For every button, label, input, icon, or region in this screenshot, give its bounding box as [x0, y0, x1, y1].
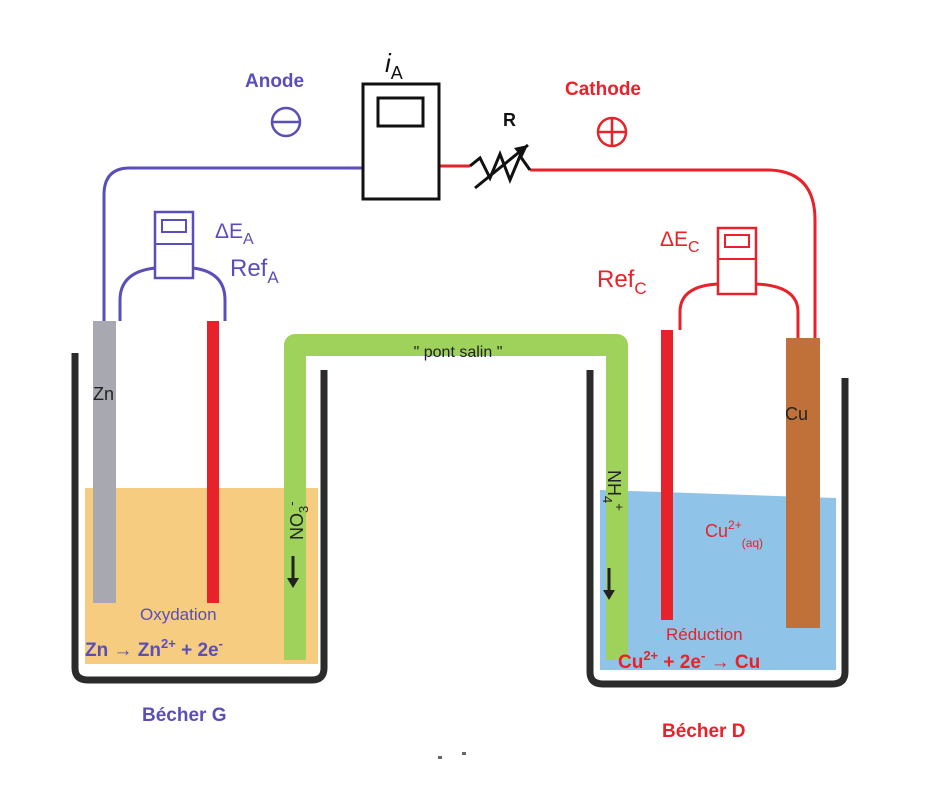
- left-voltmeter-leads: [118, 266, 227, 321]
- left-reference-label: RefA: [230, 255, 279, 287]
- resistor: [469, 149, 532, 185]
- copper-ion-label: Cu2+(aq): [705, 518, 763, 550]
- right-voltmeter-label: ΔEC: [660, 228, 700, 256]
- oxidation-equation: Zn → Zn2+ + 2e-: [85, 636, 223, 661]
- oxidation-label: Oxydation: [140, 605, 217, 624]
- right-ion-arrow: [603, 568, 615, 600]
- resistor-arrow-head: [514, 145, 528, 158]
- right-voltmeter-leads: [678, 282, 800, 338]
- zinc-label: Zn: [93, 384, 114, 404]
- right-voltmeter-screen: [724, 234, 750, 248]
- scan-speck: [462, 752, 466, 755]
- left-beaker: [71, 353, 328, 684]
- zinc-electrode: [93, 321, 116, 603]
- scan-speck: [438, 756, 442, 759]
- left-solution: [85, 488, 318, 664]
- right-voltmeter: [716, 226, 758, 296]
- anode-label: Anode: [245, 71, 304, 92]
- right-beaker: [586, 370, 849, 688]
- left-ion-label: NO3-: [284, 501, 311, 540]
- right-ion-label: NH4+: [600, 470, 627, 511]
- cathode-label: Cathode: [565, 79, 641, 100]
- right-reference-electrode: [661, 330, 673, 620]
- left-ion-arrow: [287, 556, 299, 588]
- copper-label: Cu: [785, 404, 808, 424]
- anode-wire: [102, 166, 372, 321]
- ammeter-label: iA: [385, 48, 403, 83]
- right-solution: [600, 490, 836, 670]
- copper-electrode: [786, 338, 820, 628]
- right-reference-label: RefC: [597, 266, 647, 298]
- left-beaker-label: Bécher G: [142, 705, 226, 726]
- ammeter-screen: [376, 96, 425, 128]
- salt-bridge-label: " pont salin ": [414, 344, 503, 361]
- left-voltmeter-label: ΔEA: [215, 220, 254, 248]
- resistor-label: R: [503, 110, 516, 130]
- salt-bridge: [284, 334, 628, 660]
- left-reference-electrode: [207, 321, 219, 603]
- reduction-equation: Cu2+ + 2e- → Cu: [618, 648, 760, 673]
- left-voltmeter-screen: [161, 219, 187, 233]
- right-beaker-label: Bécher D: [662, 721, 745, 742]
- reduction-label: Réduction: [666, 625, 743, 644]
